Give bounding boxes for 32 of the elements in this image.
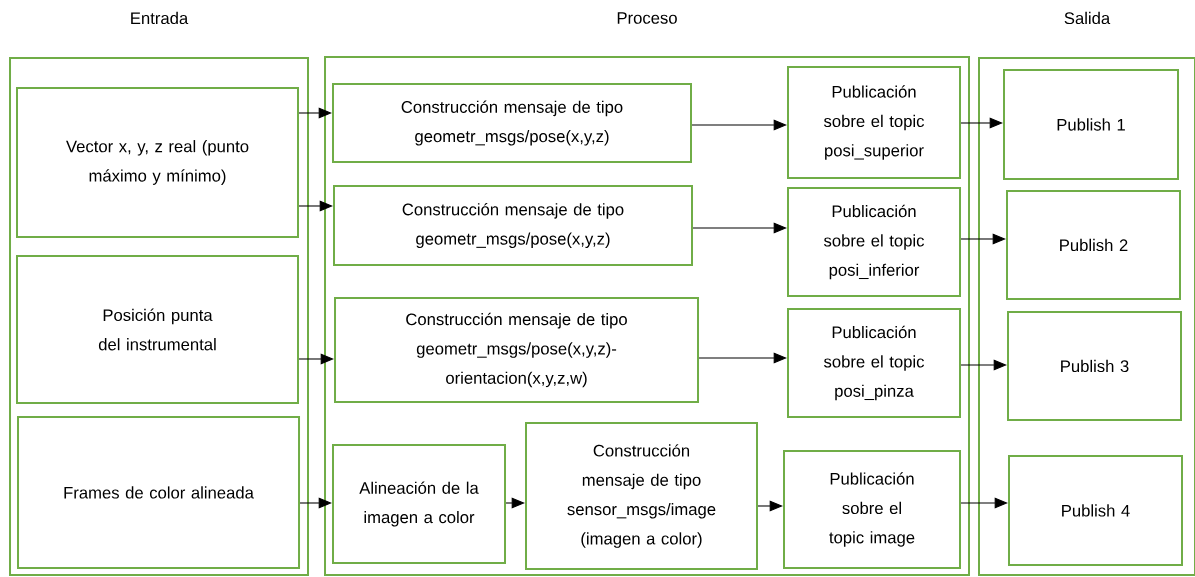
process-box: Construcción mensaje de tipo sensor_msgs/image (imagen a color) <box>525 422 758 570</box>
process-box: Publish 3 <box>1007 311 1182 421</box>
arrow <box>692 222 787 234</box>
process-box: Publicación sobre el topic image <box>783 450 961 569</box>
process-box: Construcción mensaje de tipo geometr_msgs/pose(x,y,z) <box>332 83 692 163</box>
process-box: Publicación sobre el topic posi_inferior <box>787 187 961 297</box>
process-box: Publish 2 <box>1006 190 1181 300</box>
arrow <box>960 233 1006 245</box>
arrow <box>698 352 787 364</box>
process-box: Construcción mensaje de tipo geometr_msgs/pose(x,y,z) <box>333 185 693 266</box>
arrow <box>505 497 525 509</box>
column-heading: Proceso <box>617 12 677 24</box>
process-box: Vector x, y, z real (punto máximo y mínimo) <box>16 87 299 238</box>
arrow <box>691 119 787 131</box>
arrow <box>299 497 332 509</box>
arrow <box>298 200 333 212</box>
process-box: Publicación sobre el topic posi_superior <box>787 66 961 179</box>
arrow <box>960 359 1007 371</box>
arrow <box>757 500 783 512</box>
process-box: Construcción mensaje de tipo geometr_msgs/pose(x,y,z)-orientacion(x,y,z,w) <box>334 297 699 403</box>
process-box: Publish 4 <box>1008 455 1183 566</box>
arrow <box>960 497 1008 509</box>
column-heading: Salida <box>1064 11 1111 25</box>
arrow <box>298 353 334 365</box>
process-box: Frames de color alineada <box>17 416 300 569</box>
process-box: Publish 1 <box>1003 69 1179 180</box>
process-box: Publicación sobre el topic posi_pinza <box>787 308 961 418</box>
column-heading: Entrada <box>131 11 189 25</box>
arrow <box>298 107 332 119</box>
process-box: Posición punta del instrumental <box>16 255 299 404</box>
arrow <box>960 117 1003 129</box>
process-box: Alineación de la imagen a color <box>332 444 506 564</box>
